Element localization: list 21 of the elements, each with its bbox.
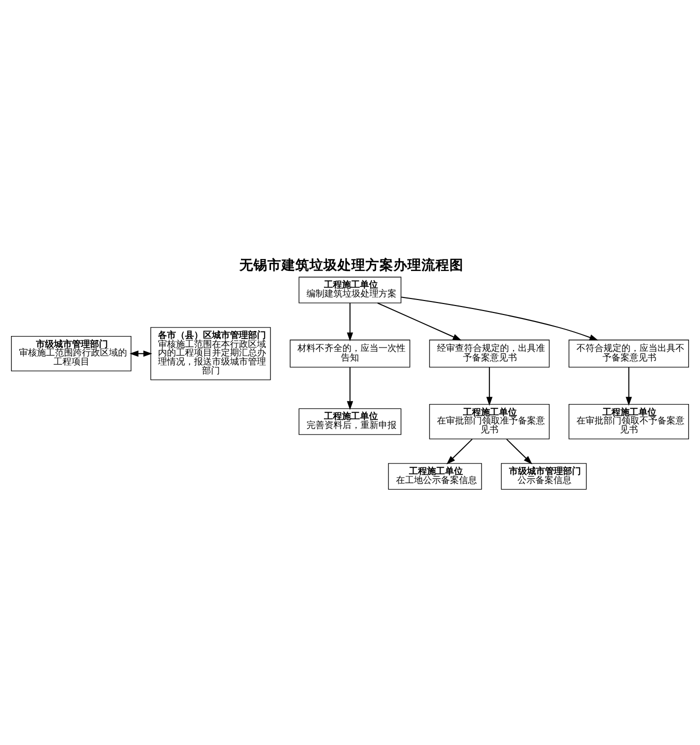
node-box: 市级城市管理部门 审核施工范围跨行政区域的工程项目 bbox=[11, 335, 132, 371]
arrow bbox=[486, 366, 492, 406]
node-box: 市级城市管理部门 公示备案信息 bbox=[500, 462, 587, 490]
arrow bbox=[401, 296, 598, 340]
node-box: 材料不齐全的，应当一次性告知 bbox=[290, 339, 410, 368]
arrow bbox=[506, 438, 532, 464]
arrow bbox=[626, 366, 632, 406]
node-box: 工程施工单位 完善资料后，重新申报 bbox=[298, 408, 402, 434]
node-box: 工程施工单位 在审批部门领取准予备案意见书 bbox=[429, 403, 550, 439]
arrow bbox=[377, 302, 462, 340]
node-box: 工程施工单位 在工地公示备案信息 bbox=[388, 462, 482, 490]
arrow bbox=[130, 350, 152, 356]
diagram-title: 无锡市建筑垃圾处理方案办理流程图 bbox=[240, 257, 464, 274]
node-box: 工程施工单位 编制建筑垃圾处理方案 bbox=[298, 276, 402, 303]
node-box: 工程施工单位 在审批部门领取不予备案意见书 bbox=[568, 403, 689, 439]
node-box: 各市（县）区城市管理部门 审核施工范围在本行政区域内的工程项目并定期汇总办理情况，报送市级城市管理部门 bbox=[150, 326, 271, 380]
node-box: 不符合规定的，应当出具不予备案意见书 bbox=[568, 339, 689, 368]
arrow bbox=[346, 366, 354, 410]
arrow bbox=[446, 438, 473, 464]
arrow bbox=[346, 302, 354, 341]
node-box: 经审查符合规定的，出具准予备案意见书 bbox=[429, 339, 550, 368]
